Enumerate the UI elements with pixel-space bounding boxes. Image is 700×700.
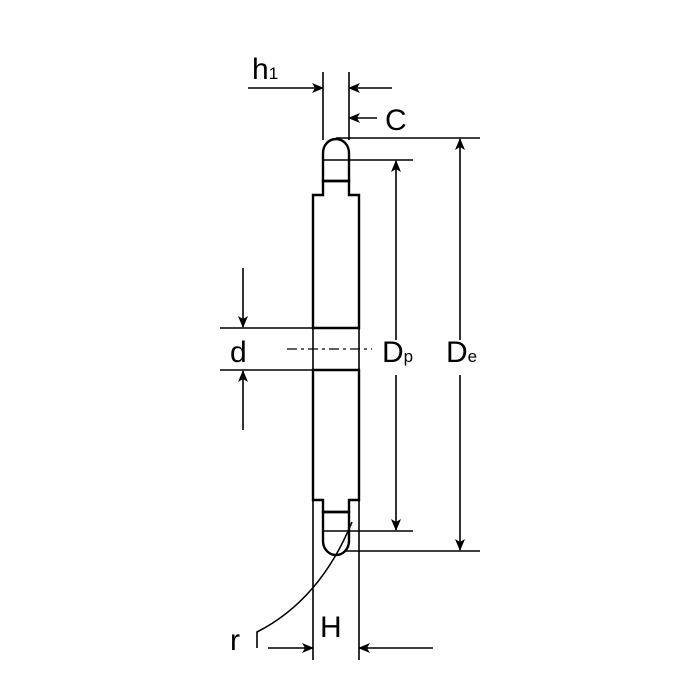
dimension-dp: Dp (349, 159, 413, 532)
dimension-c: C (348, 104, 407, 137)
svg-text:De: De (446, 336, 477, 369)
hub-section-lower (311, 368, 361, 514)
svg-text:r: r (230, 624, 240, 657)
hub-section-upper (311, 179, 361, 330)
svg-text:h1: h1 (252, 53, 278, 86)
dimension-h: H (268, 500, 433, 660)
dimension-r: r (230, 521, 353, 657)
svg-text:C: C (385, 104, 407, 137)
dimension-d: d (220, 268, 313, 430)
svg-text:H: H (320, 611, 342, 644)
svg-text:Dp: Dp (382, 336, 413, 369)
tooth-bottom (321, 510, 351, 557)
tooth-top (321, 137, 351, 183)
svg-text:d: d (230, 336, 247, 369)
dimension-h1: h1 (248, 53, 392, 140)
dimension-de: De (336, 137, 480, 552)
